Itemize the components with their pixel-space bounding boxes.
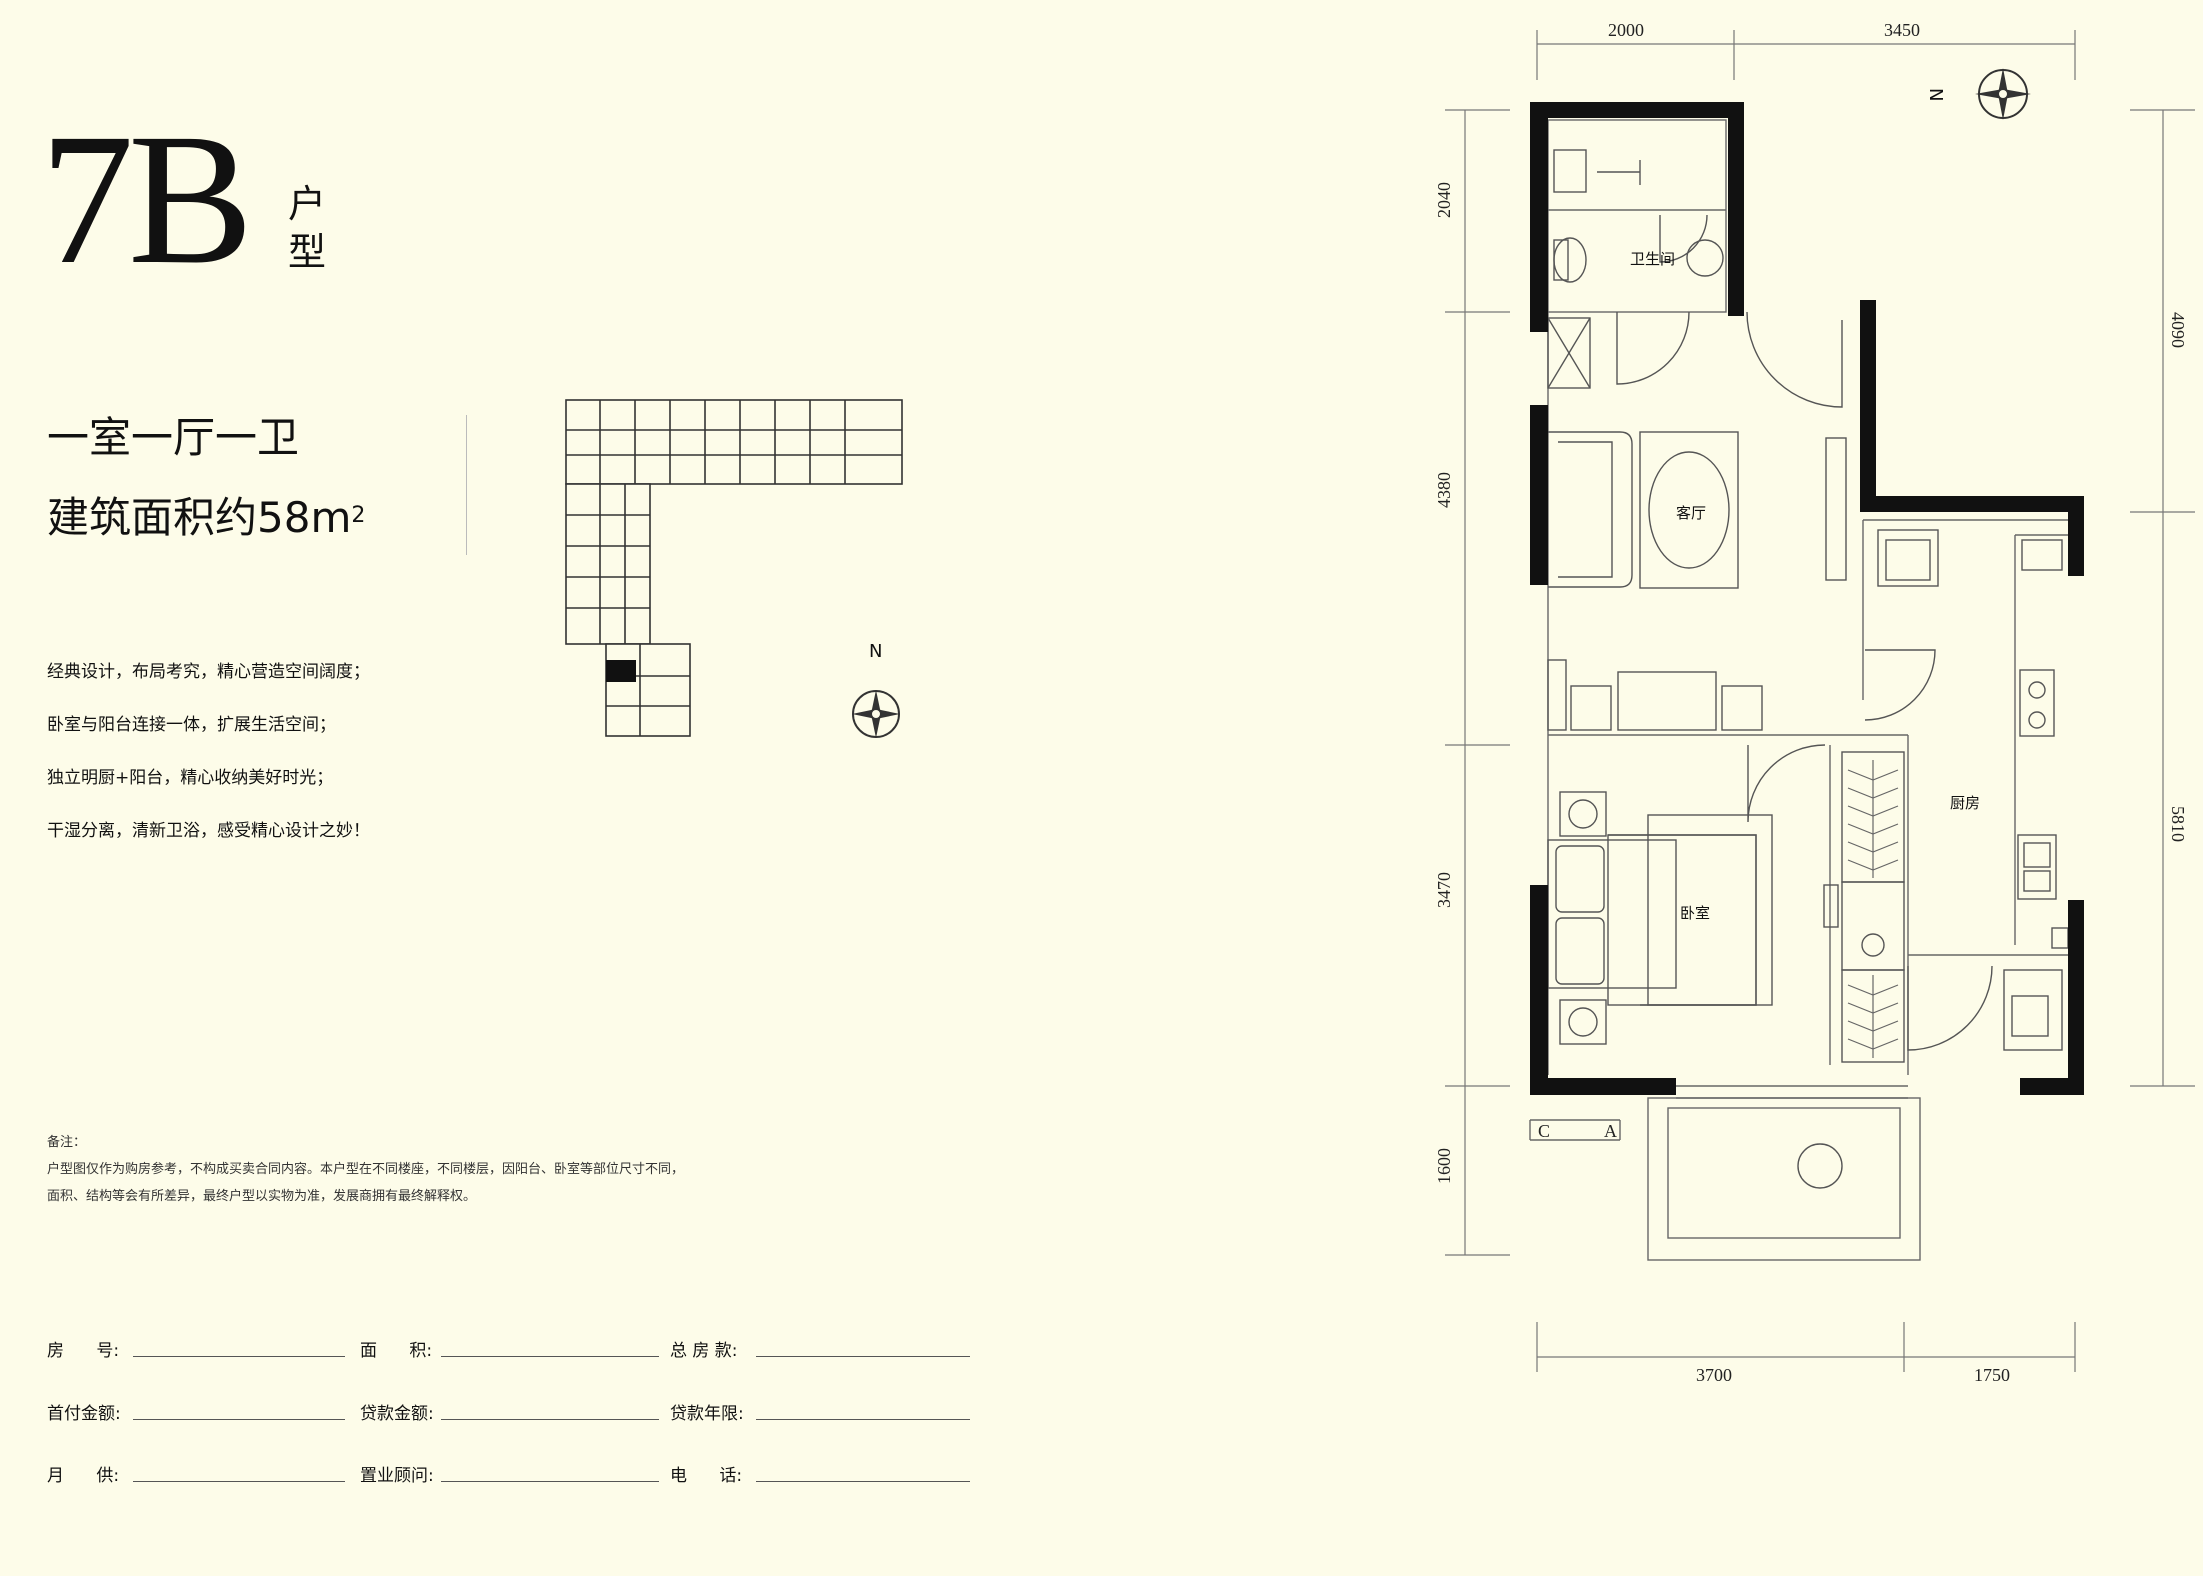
sofa-icon: [1548, 431, 1633, 588]
nightstand-icon: [1559, 791, 1607, 837]
dim-right-1: 4090: [2168, 312, 2188, 348]
dim-left-3: 3470: [1434, 872, 1454, 908]
balcony-mark-right: A: [1604, 1121, 1617, 1141]
washing-machine-icon: [2003, 969, 2063, 1051]
form-label-loan-years: 贷款年限:: [670, 1404, 744, 1424]
notes-title: 备注：: [47, 1135, 87, 1150]
area-text: 建筑面积约58m: [47, 493, 352, 542]
tv-cabinet-icon: [1825, 437, 1847, 581]
unit-code: 7B: [40, 94, 253, 303]
site-compass-icon: [852, 690, 900, 738]
form-line-area[interactable]: [441, 1356, 659, 1357]
sink-icon: [2017, 834, 2057, 900]
interior-lines: [1529, 119, 2070, 1261]
stove-icon: [2019, 669, 2055, 737]
room-label-kitchen: 厨房: [1950, 794, 1980, 812]
form-line-loan-years[interactable]: [756, 1419, 970, 1420]
bed-icon: [1607, 834, 1757, 1006]
form-line-loan-amount[interactable]: [441, 1419, 659, 1420]
form-label-monthly: 月 供:: [47, 1466, 120, 1486]
floor-compass-label: N: [1925, 88, 1946, 101]
building-area: 建筑面积约58m2: [47, 490, 365, 546]
balcony-table-icon: [1797, 1143, 1843, 1189]
form-line-total-price[interactable]: [756, 1356, 970, 1357]
dim-top-1: 2000: [1608, 20, 1644, 40]
layout-type: 一室一厅一卫: [47, 413, 300, 462]
unit-suffix-hu: 户: [288, 182, 327, 226]
form-line-down-payment[interactable]: [133, 1419, 345, 1420]
feature-4: 干湿分离，清新卫浴，感受精心设计之妙！: [47, 821, 370, 841]
room-label-bathroom: 卫生间: [1630, 250, 1675, 268]
dining-table-icon: [1617, 671, 1717, 731]
storage-icon: [1547, 317, 1591, 389]
dim-right-2: 5810: [2168, 806, 2188, 842]
notes-line-2: 面积、结构等会有所差异，最终户型以实物为准，发展商拥有最终解释权。: [47, 1189, 477, 1204]
form-line-room-no[interactable]: [133, 1356, 345, 1357]
site-compass-label: N: [869, 641, 882, 662]
feature-3: 独立明厨+阳台，精心收纳美好时光；: [47, 768, 334, 788]
dim-bottom-1: 3700: [1696, 1365, 1732, 1385]
balcony-mark-left: C: [1538, 1121, 1550, 1141]
wash-basin-icon: [1686, 239, 1724, 277]
notes-line-1: 户型图仅作为购房参考，不构成买卖合同内容。本户型在不同楼座，不同楼层，因阳台、卧…: [47, 1162, 685, 1177]
dimension-labels: 2000 3450 3700 1750 2040 4380 3470 1600 …: [1434, 20, 2188, 1385]
dining-chair-icon: [1721, 685, 1763, 731]
dim-top-2: 3450: [1884, 20, 1920, 40]
form-label-down-payment: 首付金额:: [47, 1404, 121, 1424]
form-label-room-no: 房 号:: [47, 1341, 120, 1361]
door-swings: [1616, 214, 1993, 1051]
dim-left-2: 4380: [1434, 472, 1454, 508]
wardrobe-icon: [1841, 751, 1905, 883]
walls: [1530, 102, 2084, 1095]
room-label-living: 客厅: [1676, 504, 1706, 522]
wardrobe-hangers: [1847, 760, 1899, 1058]
form-line-consultant[interactable]: [441, 1481, 659, 1482]
dimension-lines: [1445, 30, 2195, 1372]
form-line-monthly[interactable]: [133, 1481, 345, 1482]
room-label-bedroom: 卧室: [1680, 904, 1710, 922]
dining-chair-icon: [1570, 685, 1612, 731]
furniture: [1547, 149, 2069, 1189]
floor-compass-icon: [1975, 68, 2031, 120]
form-label-phone: 电 话:: [670, 1466, 743, 1486]
feature-2: 卧室与阳台连接一体，扩展生活空间；: [47, 715, 336, 735]
wardrobe-icon: [1841, 969, 1905, 1063]
area-superscript: 2: [351, 503, 366, 528]
toilet-icon: [1553, 237, 1587, 283]
form-label-total-price: 总 房 款:: [670, 1341, 738, 1361]
dim-bottom-2: 1750: [1974, 1365, 2010, 1385]
form-line-phone[interactable]: [756, 1481, 970, 1482]
coffee-table-icon: [1639, 431, 1739, 589]
nightstand-area: [1547, 839, 1677, 989]
nightstand-icon: [1559, 999, 1607, 1045]
unit-suffix-xing: 型: [288, 230, 327, 274]
form-label-loan-amount: 贷款金额:: [360, 1404, 434, 1424]
site-plan-highlight-unit: [606, 660, 636, 682]
bath-cabinet-icon: [1553, 149, 1587, 193]
dim-left-1: 2040: [1434, 182, 1454, 218]
dim-left-4: 1600: [1434, 1148, 1454, 1184]
form-label-consultant: 置业顾问:: [360, 1466, 434, 1486]
form-label-area: 面 积:: [360, 1341, 433, 1361]
info-divider: [466, 415, 467, 555]
fridge-icon: [1877, 529, 1939, 587]
site-plan-blocks: [565, 399, 903, 737]
feature-1: 经典设计，布局考究，精心营造空间阔度；: [47, 662, 370, 682]
